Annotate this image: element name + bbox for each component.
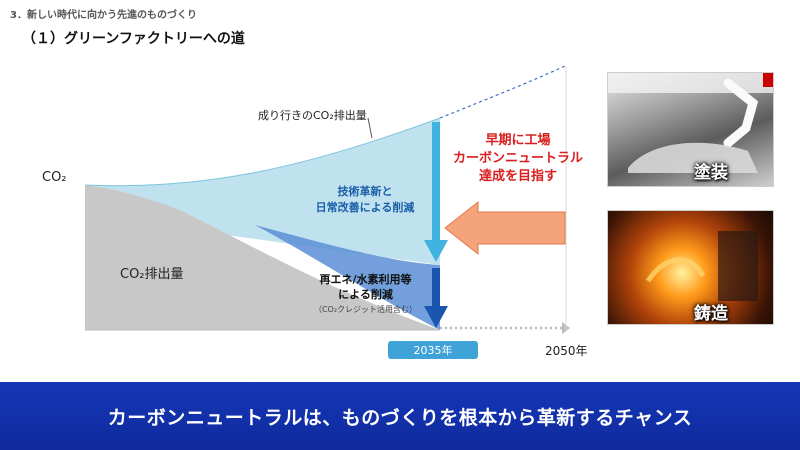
painting-label: 塗装	[694, 163, 728, 183]
bau-label-leader	[367, 117, 373, 139]
tech-reduction-line1: 技術革新と	[337, 185, 393, 198]
callout-text: 早期に工場 カーボンニュートラル 達成を目指す	[448, 132, 588, 186]
tick-2035: 2035年	[413, 344, 453, 357]
renew-reduction-label: 再エネ/水素利用等 による削減 （CO₂クレジット活用含む）	[293, 272, 438, 317]
page-title: （１）グリーンファクトリーへの道	[22, 31, 245, 47]
year-2035-badge	[388, 341, 478, 359]
renew-reduction-line2: による削減	[338, 288, 393, 301]
tech-reduction-line2: 日常改善による削減	[315, 201, 415, 214]
tech-arrow-head	[424, 240, 448, 262]
renew-reduction-area	[255, 225, 440, 330]
tech-reduction-label: 技術革新と 日常改善による削減	[300, 184, 430, 216]
section-title: 3．新しい時代に向かう先進のものづくり	[10, 10, 197, 21]
tick-2050: 2050年	[545, 344, 588, 358]
co2-axis-label: CO₂	[42, 170, 67, 185]
emissions-area	[85, 185, 440, 330]
callout-arrow	[444, 200, 566, 256]
casting-furnace-icon	[645, 231, 758, 301]
painting-robot-photo: 塗装	[607, 72, 774, 187]
tech-reduction-area	[85, 118, 440, 265]
casting-label: 鋳造	[694, 304, 728, 324]
casting-furnace-photo: 鋳造	[607, 210, 774, 325]
co2-reduction-chart	[84, 65, 570, 359]
banner-text: カーボンニュートラルは、ものづくりを根本から革新するチャンス	[107, 406, 693, 429]
callout-line2: カーボンニュートラル	[452, 151, 583, 166]
bau-curve	[84, 117, 441, 187]
bau-projection-line	[439, 65, 566, 119]
callout-line1: 早期に工場	[485, 133, 551, 148]
bau-emissions-label: 成り行きのCO₂排出量	[258, 109, 367, 122]
painting-robot-icon	[608, 73, 773, 173]
tech-arrow-shaft	[432, 122, 440, 242]
co2-emissions-label: CO₂排出量	[120, 267, 184, 282]
renew-reduction-note: （CO₂クレジット活用含む）	[313, 305, 418, 314]
renew-reduction-line1: 再エネ/水素利用等	[319, 273, 412, 286]
callout-line3: 達成を目指す	[478, 169, 557, 184]
bottom-banner: カーボンニュートラルは、ものづくりを根本から革新するチャンス	[0, 382, 800, 450]
renew-arrow-shaft	[432, 268, 440, 308]
renew-arrow-head	[424, 306, 448, 328]
